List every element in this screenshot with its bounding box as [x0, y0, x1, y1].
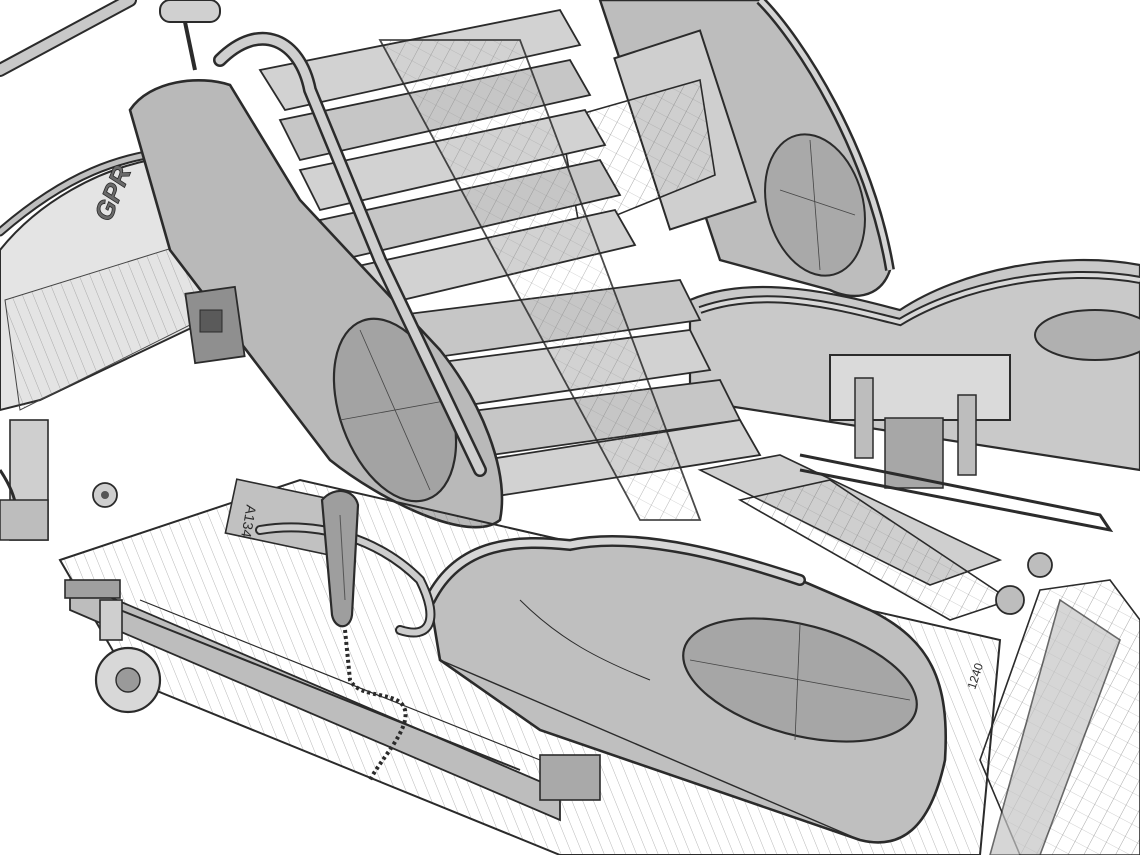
hand-control-pendant: [320, 489, 408, 781]
frame-knob: [92, 482, 118, 508]
foot-side-rail-panel: [255, 522, 947, 844]
iv-pole: [0, 0, 221, 77]
backrest-side-panel: GPR: [88, 31, 504, 529]
leg-section-slats: [697, 453, 1140, 856]
caster-wheel-right: [995, 552, 1053, 615]
backrest-slats: [258, 8, 762, 521]
far-side-rail: [688, 258, 1140, 489]
head-side-rail-panel: [559, 0, 895, 298]
motor-marking-text: A134: [238, 504, 259, 539]
caster-wheel-left: [64, 579, 162, 714]
